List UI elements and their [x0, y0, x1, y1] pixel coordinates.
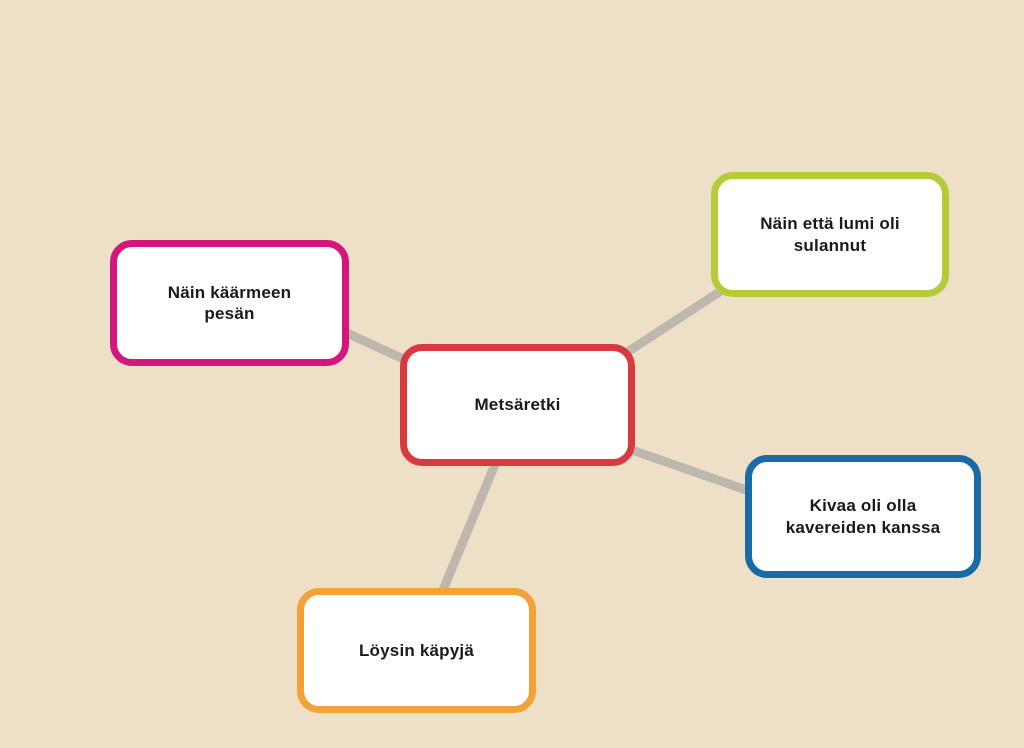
node-nain-kaarmeen-pesan-label: Näin käärmeen pesän: [167, 282, 292, 323]
node-kivaa-oli-olla-kavereiden-kanssa-label: Kivaa oli olla kavereiden kanssa: [785, 496, 941, 537]
node-nain-etta-lumi-oli-sulannut[interactable]: Näin että lumi oli sulannut: [711, 172, 949, 297]
node-metsaretki[interactable]: Metsäretki: [400, 344, 635, 466]
edge-center-cones: [438, 460, 501, 592]
node-kivaa-oli-olla-kavereiden-kanssa[interactable]: Kivaa oli olla kavereiden kanssa: [745, 455, 981, 578]
node-nain-etta-lumi-oli-sulannut-label: Näin että lumi oli sulannut: [760, 214, 900, 255]
edge-center-friends: [624, 443, 754, 497]
node-nain-kaarmeen-pesan[interactable]: Näin käärmeen pesän: [110, 240, 349, 366]
edge-center-snow: [623, 283, 730, 357]
node-metsaretki-label: Metsäretki: [474, 395, 561, 415]
node-loysin-kapyja-label: Löysin käpyjä: [358, 640, 475, 660]
node-loysin-kapyja[interactable]: Löysin käpyjä: [297, 588, 536, 713]
